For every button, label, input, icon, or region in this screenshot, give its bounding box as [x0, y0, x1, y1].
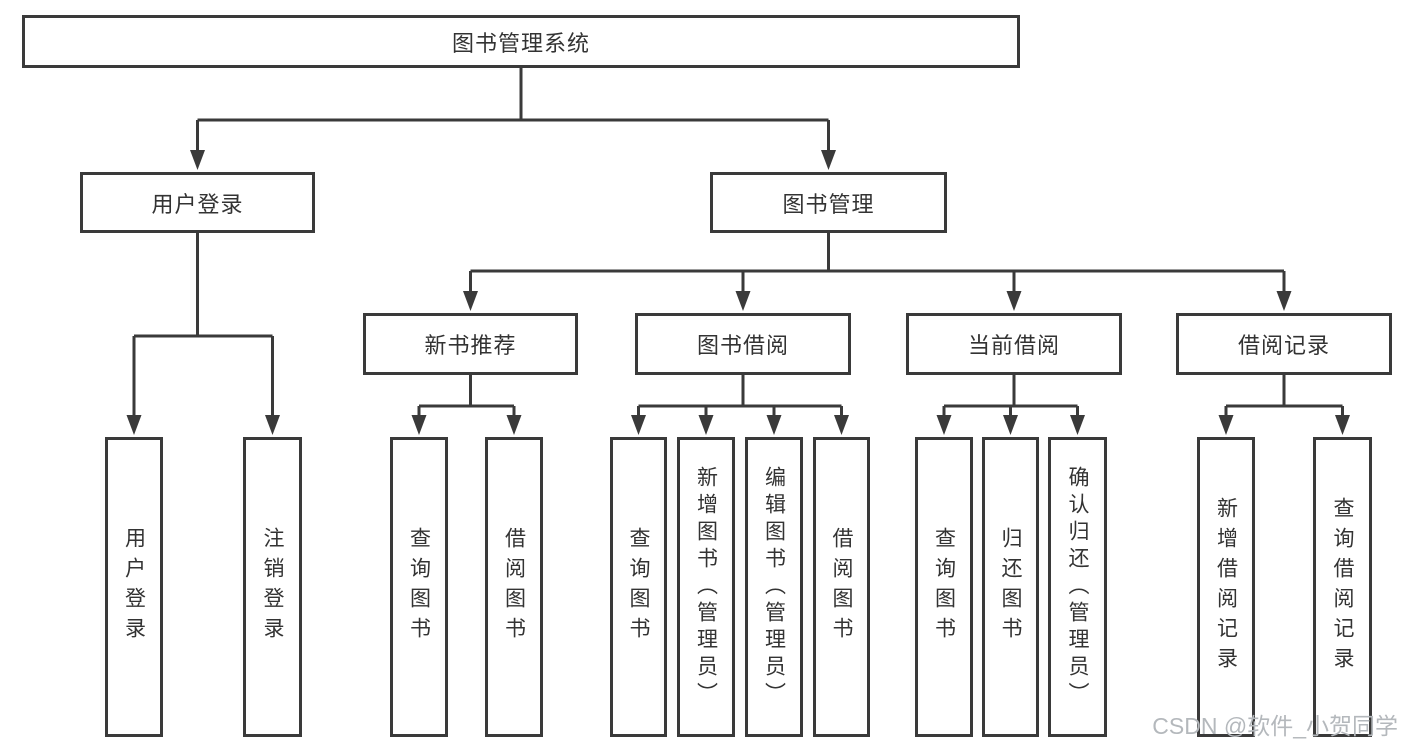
node-root-label: 图书管理系统 — [451, 30, 590, 56]
leaf-query-books-borrowing: 查询图书 — [610, 437, 667, 737]
leaf-add-borrow-record: 新增借阅记录 — [1197, 437, 1255, 737]
node-current-borrowing: 当前借阅 — [906, 313, 1122, 375]
node-book-borrowing-label: 图书借阅 — [696, 333, 789, 358]
leaf-add-books-admin-label: 新增图书（管理员） — [694, 465, 718, 709]
leaf-logout: 注销登录 — [243, 437, 302, 737]
node-borrowing-records: 借阅记录 — [1176, 313, 1392, 375]
leaf-query-books-current-label: 查询图书 — [932, 527, 956, 647]
leaf-borrow-books-recommend: 借阅图书 — [485, 437, 543, 737]
node-book-borrowing: 图书借阅 — [635, 313, 851, 375]
leaf-confirm-return-admin: 确认归还（管理员） — [1048, 437, 1107, 737]
leaf-borrow-books: 借阅图书 — [813, 437, 870, 737]
leaf-logout-label: 注销登录 — [261, 527, 284, 647]
node-user-login: 用户登录 — [80, 172, 315, 233]
node-new-book-recommendation: 新书推荐 — [363, 313, 578, 375]
leaf-user-login: 用户登录 — [105, 437, 163, 737]
node-user-login-label: 用户登录 — [151, 191, 244, 217]
leaf-query-borrow-record-label: 查询借阅记录 — [1331, 497, 1354, 677]
leaf-borrow-books-label: 借阅图书 — [830, 527, 853, 647]
leaf-return-books-label: 归还图书 — [999, 527, 1022, 647]
csdn-watermark: CSDN @软件_小贺同学 — [1152, 713, 1398, 739]
leaf-query-books-recommend-label: 查询图书 — [407, 527, 431, 647]
leaf-user-login-label: 用户登录 — [122, 527, 146, 647]
leaf-add-borrow-record-label: 新增借阅记录 — [1214, 497, 1238, 677]
leaf-return-books: 归还图书 — [982, 437, 1039, 737]
leaf-query-books-recommend: 查询图书 — [390, 437, 448, 737]
leaf-add-books-admin: 新增图书（管理员） — [677, 437, 735, 737]
leaf-query-books-borrowing-label: 查询图书 — [627, 527, 650, 647]
leaf-edit-books-admin: 编辑图书（管理员） — [745, 437, 803, 737]
leaf-edit-books-admin-label: 编辑图书（管理员） — [762, 465, 786, 709]
leaf-borrow-books-recommend-label: 借阅图书 — [502, 527, 526, 647]
node-root: 图书管理系统 — [22, 15, 1020, 68]
node-current-borrowing-label: 当前借阅 — [967, 333, 1060, 358]
leaf-query-books-current: 查询图书 — [915, 437, 973, 737]
node-borrowing-records-label: 借阅记录 — [1237, 333, 1330, 358]
node-book-management-label: 图书管理 — [782, 191, 875, 217]
leaf-query-borrow-record: 查询借阅记录 — [1313, 437, 1372, 737]
node-book-management: 图书管理 — [710, 172, 947, 233]
leaf-confirm-return-admin-label: 确认归还（管理员） — [1066, 465, 1089, 709]
node-new-book-recommendation-label: 新书推荐 — [424, 333, 517, 358]
